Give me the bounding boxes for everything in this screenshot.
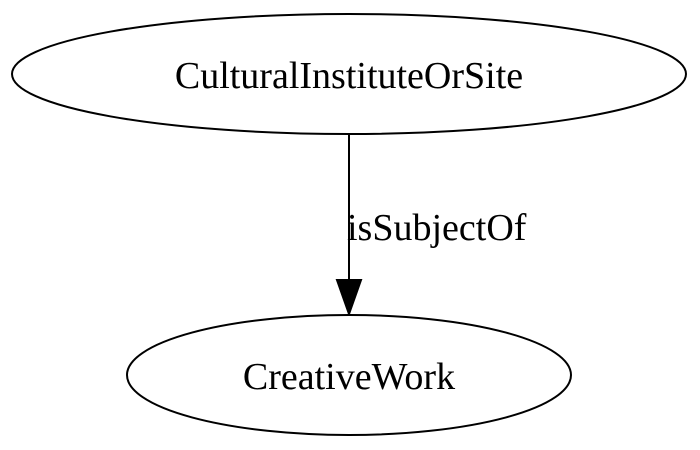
node-ellipse <box>126 314 572 436</box>
node-creative-work: CreativeWork <box>126 314 572 436</box>
arrowhead-icon <box>335 279 363 318</box>
node-label: CreativeWork <box>243 356 455 398</box>
node-cultural-institute-or-site: CulturalInstituteOrSite <box>11 13 687 135</box>
edge-label: isSubjectOf <box>347 207 527 249</box>
edge-is-subject-of: isSubjectOf <box>335 134 527 318</box>
node-label: CulturalInstituteOrSite <box>175 55 523 97</box>
